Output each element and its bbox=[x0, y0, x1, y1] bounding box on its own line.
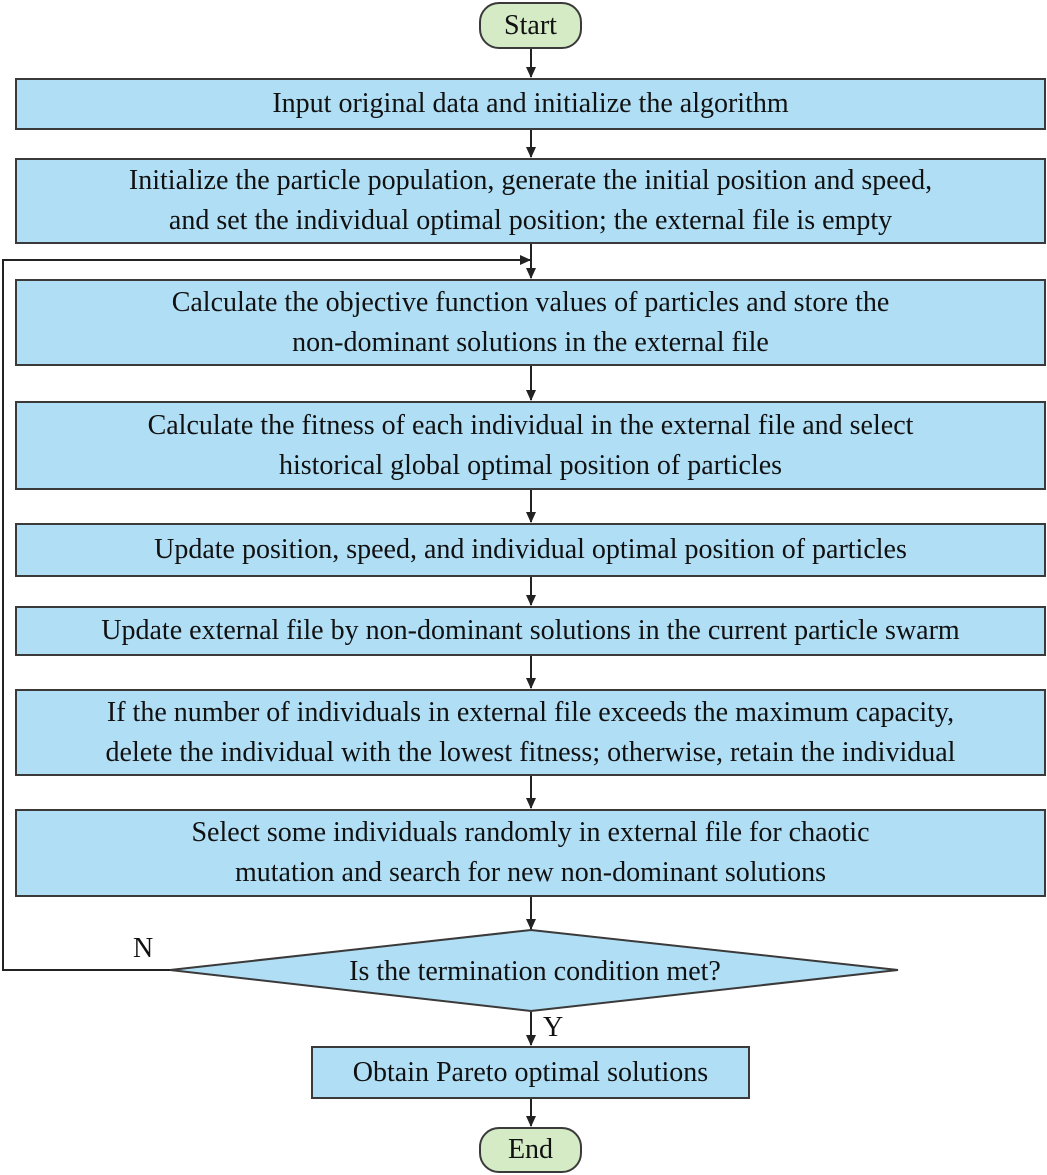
step-3-objective-values: Calculate the objective function values … bbox=[15, 279, 1046, 366]
result-line: Obtain Pareto optimal solutions bbox=[352, 1056, 709, 1088]
start-label: Start bbox=[504, 9, 557, 41]
no-branch-label: N bbox=[133, 933, 154, 964]
step-4-line-2: historical global optimal position of pa… bbox=[278, 449, 783, 481]
step-6-line-1: Update external file by non-dominant sol… bbox=[101, 615, 960, 646]
step-7-line-1: If the number of individuals in external… bbox=[106, 696, 955, 728]
arrow-loop-back bbox=[2, 255, 531, 971]
step-2-line-2: and set the individual optimal position;… bbox=[168, 205, 893, 236]
yes-branch-label: Y bbox=[543, 1012, 564, 1043]
step-8-chaotic-mutation: Select some individuals randomly in exte… bbox=[15, 809, 1046, 897]
decision-question: Is the termination condition met? bbox=[349, 956, 721, 987]
step-5-update-particles: Update position, speed, and individual o… bbox=[15, 523, 1046, 577]
start-terminal: Start bbox=[479, 2, 582, 49]
step-3-line-1: Calculate the objective function values … bbox=[171, 286, 890, 318]
step-5-line-1: Update position, speed, and individual o… bbox=[154, 534, 907, 565]
decision-diamond bbox=[169, 928, 899, 1013]
step-3-line-2: non-dominant solutions in the external f… bbox=[292, 326, 769, 358]
step-8-line-2: mutation and search for new non-dominant… bbox=[235, 857, 826, 888]
step-4-line-1: Calculate the fitness of each individual… bbox=[147, 409, 914, 441]
step-7-capacity-check: If the number of individuals in external… bbox=[15, 689, 1046, 776]
step-8-line-1: Select some individuals randomly in exte… bbox=[191, 817, 870, 848]
step-1-line-1: Input original data and initialize the a… bbox=[272, 88, 789, 119]
step-7-line-2: delete the individual with the lowest fi… bbox=[105, 736, 956, 768]
step-2-line-1: Initialize the particle population, gene… bbox=[128, 165, 933, 196]
result-pareto-solutions: Obtain Pareto optimal solutions bbox=[311, 1046, 750, 1099]
step-1-input-data: Input original data and initialize the a… bbox=[15, 78, 1046, 130]
end-terminal: End bbox=[479, 1127, 582, 1173]
end-label: End bbox=[507, 1134, 554, 1165]
step-2-initialize-population: Initialize the particle population, gene… bbox=[15, 158, 1046, 244]
step-4-fitness-selection: Calculate the fitness of each individual… bbox=[15, 401, 1046, 490]
step-6-update-external-file: Update external file by non-dominant sol… bbox=[15, 606, 1046, 656]
